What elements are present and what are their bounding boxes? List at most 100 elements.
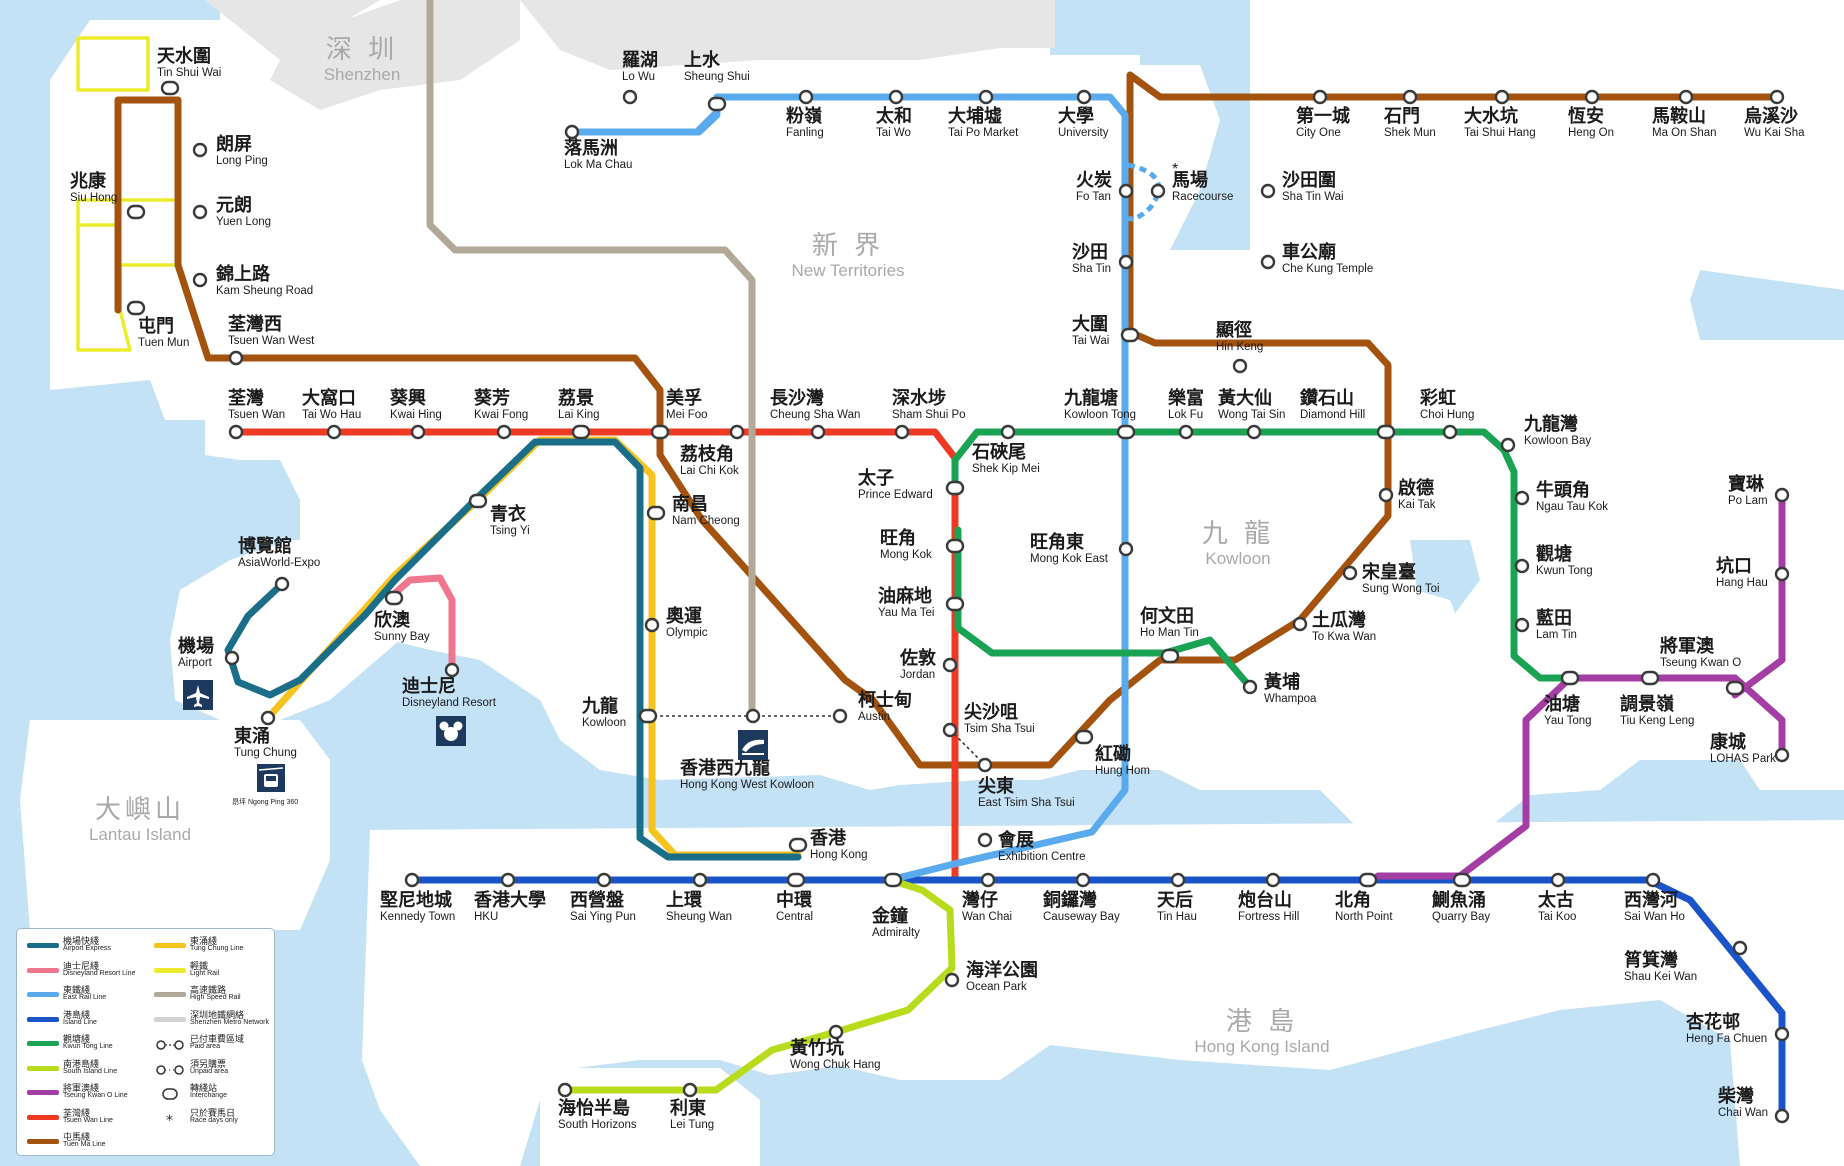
station-shek-kip-mei-marker[interactable]	[1000, 424, 1016, 440]
station-lei-tung-marker[interactable]	[682, 1082, 698, 1098]
station-sai-wan-ho-marker[interactable]	[1645, 872, 1661, 888]
station-yau-tong-marker[interactable]	[1560, 670, 1580, 686]
station-nam-cheong-marker[interactable]	[646, 505, 666, 521]
station-sunny-bay-marker[interactable]	[384, 590, 404, 606]
station-hang-hau-marker[interactable]	[1774, 566, 1790, 582]
station-sai-ying-pun-marker[interactable]	[596, 872, 612, 888]
station-siu-hong-marker[interactable]	[126, 204, 146, 220]
station-hku-marker[interactable]	[500, 872, 516, 888]
station-austin-marker[interactable]	[832, 708, 848, 724]
station-sheung-shui-marker[interactable]	[707, 96, 727, 112]
station-tai-wo-marker[interactable]	[888, 89, 904, 105]
station-wong-tai-sin-marker[interactable]	[1246, 424, 1262, 440]
station-exhibition-centre-marker[interactable]	[977, 832, 993, 848]
station-hong-kong-marker[interactable]	[788, 837, 808, 853]
station-sham-shui-po-marker[interactable]	[894, 424, 910, 440]
station-yuen-long-marker[interactable]	[192, 204, 208, 220]
station-fanling-marker[interactable]	[798, 89, 814, 105]
station-ocean-park-marker[interactable]	[944, 972, 960, 988]
station-choi-hung-marker[interactable]	[1442, 424, 1458, 440]
station-che-kung-temple-marker[interactable]	[1260, 254, 1276, 270]
station-wu-kai-sha-marker[interactable]	[1769, 89, 1785, 105]
station-wan-chai-marker[interactable]	[980, 872, 996, 888]
station-kowloon-bay-marker[interactable]	[1500, 437, 1516, 453]
station-tsim-sha-tsui-marker[interactable]	[942, 722, 958, 738]
station-kai-tak-marker[interactable]	[1378, 487, 1394, 503]
station-central-marker[interactable]	[786, 872, 806, 888]
station-asiaworld-expo-marker[interactable]	[274, 576, 290, 592]
station-diamond-hill-marker[interactable]	[1376, 424, 1396, 440]
station-tsuen-wan-west-marker[interactable]	[228, 350, 244, 366]
station-chai-wan-marker[interactable]	[1774, 1108, 1790, 1124]
station-heng-on-marker[interactable]	[1584, 89, 1600, 105]
station-kwun-tong-marker[interactable]	[1514, 558, 1530, 574]
station-prince-edward-marker[interactable]	[945, 480, 965, 496]
station-tai-wai-marker[interactable]	[1120, 327, 1140, 343]
station-university-marker[interactable]	[1076, 89, 1092, 105]
station-mei-foo-marker[interactable]	[650, 424, 670, 440]
station-tin-hau-marker[interactable]	[1170, 872, 1186, 888]
station-shek-mun-marker[interactable]	[1402, 89, 1418, 105]
station-fo-tan-marker[interactable]	[1118, 183, 1134, 199]
station-yau-ma-tei-marker[interactable]	[945, 596, 965, 612]
station-north-point-marker[interactable]	[1358, 872, 1378, 888]
station-lo-wu-marker[interactable]	[622, 89, 638, 105]
station-to-kwa-wan-marker[interactable]	[1292, 616, 1308, 632]
station-east-tsim-sha-tsui-marker[interactable]	[977, 757, 993, 773]
station-tsing-yi-marker[interactable]	[468, 493, 488, 509]
station-admiralty-marker[interactable]	[883, 872, 903, 888]
station-tai-wo-hau-marker[interactable]	[326, 424, 342, 440]
station-sha-tin-wai-marker[interactable]	[1260, 183, 1276, 199]
station-ngau-tau-kok-marker[interactable]	[1514, 490, 1530, 506]
station-tai-koo-marker[interactable]	[1550, 872, 1566, 888]
station-tai-shui-hang-marker[interactable]	[1494, 89, 1510, 105]
station-tung-chung-marker[interactable]	[260, 710, 276, 726]
station-fortress-hill-marker[interactable]	[1265, 872, 1281, 888]
station-long-ping-marker[interactable]	[192, 142, 208, 158]
station-sung-wong-toi-marker[interactable]	[1342, 565, 1358, 581]
station-lok-ma-chau-marker[interactable]	[564, 124, 580, 140]
station-city-one-marker[interactable]	[1312, 89, 1328, 105]
station-ma-on-shan-marker[interactable]	[1678, 89, 1694, 105]
station-wong-chuk-hang-marker[interactable]	[828, 1024, 844, 1040]
station-tin-shui-wai-marker[interactable]	[160, 80, 180, 96]
station-quarry-bay-marker[interactable]	[1452, 872, 1472, 888]
station-hong-kong-west-kowloon-marker[interactable]	[745, 708, 761, 724]
station-shau-kei-wan-marker[interactable]	[1732, 940, 1748, 956]
station-causeway-bay-marker[interactable]	[1075, 872, 1091, 888]
station-heng-fa-chuen-marker[interactable]	[1774, 1026, 1790, 1042]
station-lok-fu-marker[interactable]	[1178, 424, 1194, 440]
station-sha-tin-marker[interactable]	[1118, 254, 1134, 270]
station-olympic-marker[interactable]	[644, 617, 660, 633]
station-hung-hom-marker[interactable]	[1074, 729, 1094, 745]
station-po-lam-marker[interactable]	[1774, 487, 1790, 503]
station-whampoa-marker[interactable]	[1242, 679, 1258, 695]
station-kwai-fong-marker[interactable]	[496, 424, 512, 440]
station-tsuen-wan-marker[interactable]	[228, 424, 244, 440]
station-airport-marker[interactable]	[224, 650, 240, 666]
station-disneyland-resort-marker[interactable]	[444, 662, 460, 678]
station-racecourse-marker[interactable]	[1150, 183, 1166, 199]
station-kam-sheung-road-marker[interactable]	[192, 272, 208, 288]
station-quarry-bay-en: Quarry Bay	[1432, 911, 1490, 923]
station-mong-kok-marker[interactable]	[945, 538, 965, 554]
station-lohas-park-marker[interactable]	[1774, 747, 1790, 763]
station-kwai-hing-marker[interactable]	[410, 424, 426, 440]
station-tseung-kwan-o-marker[interactable]	[1725, 680, 1745, 696]
station-kennedy-town-marker[interactable]	[404, 872, 420, 888]
station-sheung-wan-marker[interactable]	[692, 872, 708, 888]
station-south-horizons-marker[interactable]	[557, 1082, 573, 1098]
station-tai-po-market-marker[interactable]	[978, 89, 994, 105]
station-lai-chi-kok-marker[interactable]	[729, 424, 745, 440]
station-jordan-marker[interactable]	[942, 657, 958, 673]
station-lai-king-marker[interactable]	[571, 424, 591, 440]
station-lam-tin-marker[interactable]	[1514, 617, 1530, 633]
station-tiu-keng-leng-marker[interactable]	[1640, 670, 1660, 686]
station-tuen-mun-marker[interactable]	[126, 300, 146, 316]
station-ho-man-tin-marker[interactable]	[1160, 648, 1180, 664]
station-kowloon-tong-marker[interactable]	[1116, 424, 1136, 440]
station-cheung-sha-wan-marker[interactable]	[810, 424, 826, 440]
station-mong-kok-east-marker[interactable]	[1118, 541, 1134, 557]
station-kowloon-marker[interactable]	[638, 708, 658, 724]
station-hin-keng-marker[interactable]	[1232, 358, 1248, 374]
